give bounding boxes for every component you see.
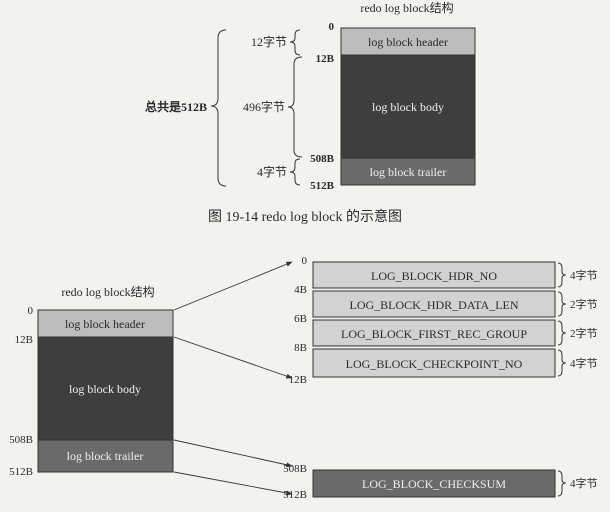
fig1-caption: 图 19-14 redo log block 的示意图 [208, 208, 402, 225]
fig2-hdr-offset-6b: 6B [294, 313, 307, 325]
brace-hdr-data-len [557, 291, 567, 317]
fig2-body-block [37, 336, 174, 441]
fig2-title: redo log block结构 [61, 284, 154, 299]
fig2-trl-offset-512b: 512B [283, 489, 307, 501]
fig1-total-brace [210, 29, 227, 187]
fig2-left-offset-512b: 512B [9, 466, 33, 478]
size-checkpoint-no: 4字节 [570, 356, 598, 370]
fig2-trl-offset-508b: 508B [283, 463, 307, 475]
fig1-title: redo log block结构 [360, 0, 453, 15]
fig1-trailer-label: log block trailer [370, 165, 447, 179]
field-log-block-hdr-data-len [312, 290, 556, 318]
size-first-rec-group: 2字节 [570, 326, 598, 340]
brace-hdr-no [557, 262, 567, 288]
fig2-left-offset-0: 0 [28, 305, 34, 317]
arrow-trailer-top [173, 439, 293, 468]
fig2-hdr-offset-0: 0 [302, 255, 308, 267]
size-hdr-data-len: 2字节 [570, 297, 598, 311]
fig2-left-offset-12b: 12B [15, 334, 33, 346]
fig2-header-label: log block header [65, 317, 145, 331]
fig1-header-label: log block header [368, 35, 448, 49]
fig1-offset-0: 0 [329, 21, 335, 33]
fig2-trailer-label: log block trailer [67, 449, 144, 463]
fig1-total-label: 总共是512B [145, 99, 207, 114]
size-checksum: 4字节 [570, 476, 598, 490]
fig1-size-12: 12字节 [251, 34, 287, 49]
fig1-brace-496 [287, 56, 303, 158]
field-log-block-checksum [312, 469, 556, 498]
fig2-left-offset-508b: 508B [9, 434, 33, 446]
figure-1: redo log block结构 log block header log bl… [145, 0, 476, 225]
fig2-hdr-offset-4b: 4B [294, 284, 307, 296]
fig1-brace-12 [289, 29, 301, 56]
brace-first-rec-group [557, 320, 567, 346]
arrow-header-bottom [173, 336, 293, 379]
size-hdr-no: 4字节 [570, 268, 598, 282]
fig2-trailer-block [37, 439, 174, 473]
fig1-offset-508b: 508B [310, 153, 335, 165]
field-log-block-checkpoint-no-label: LOG_BLOCK_CHECKPOINT_NO [346, 357, 523, 371]
fig2-hdr-offset-12b: 12B [289, 374, 307, 386]
brace-checksum [557, 470, 567, 497]
field-log-block-hdr-no [312, 261, 556, 289]
fig1-brace-4 [289, 158, 301, 186]
arrow-trailer-bottom [173, 471, 293, 496]
arrow-header-top [173, 261, 293, 311]
field-log-block-checksum-label: LOG_BLOCK_CHECKSUM [362, 477, 506, 491]
fig1-offset-12b: 12B [316, 53, 335, 65]
fig1-header-block [340, 27, 476, 56]
field-log-block-hdr-data-len-label: LOG_BLOCK_HDR_DATA_LEN [349, 298, 518, 312]
field-log-block-first-rec-group-label: LOG_BLOCK_FIRST_REC_GROUP [341, 327, 527, 341]
field-log-block-hdr-no-label: LOG_BLOCK_HDR_NO [371, 269, 497, 283]
fig2-header-block [37, 309, 174, 338]
fig1-size-4: 4字节 [257, 164, 287, 179]
fig2-body-label: log block body [69, 382, 141, 396]
fig1-size-496: 496字节 [243, 99, 285, 114]
fig1-body-label: log block body [372, 100, 444, 114]
brace-checkpoint-no [557, 349, 567, 377]
fig1-trailer-block [340, 157, 476, 186]
figure-2: redo log block结构 log block header log bl… [9, 255, 597, 501]
field-log-block-first-rec-group [312, 319, 556, 347]
fig1-body-block [340, 54, 476, 159]
field-log-block-checkpoint-no [312, 348, 556, 378]
fig2-hdr-offset-8b: 8B [294, 342, 307, 354]
fig1-offset-512b: 512B [310, 180, 335, 192]
